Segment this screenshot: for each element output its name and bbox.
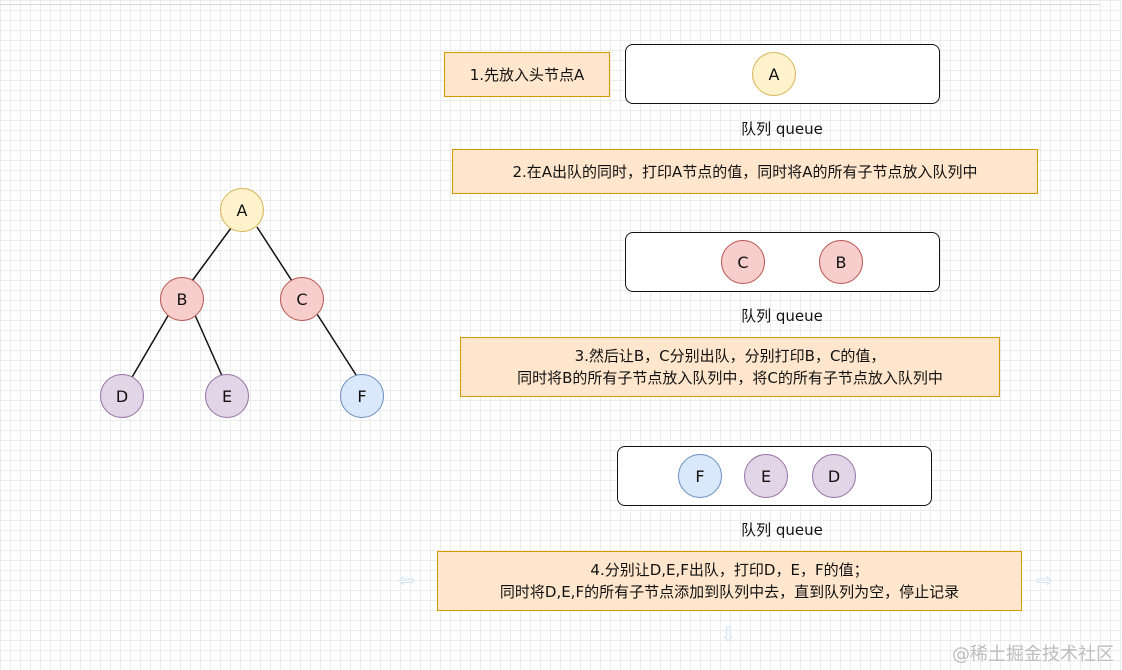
- tree-node-b: B: [160, 277, 204, 321]
- queue-2-label: 队列 queue: [741, 307, 823, 325]
- edge-a-b: [191, 227, 232, 282]
- queue-3-item-d: D: [812, 454, 856, 498]
- queue-1-label: 队列 queue: [741, 120, 823, 138]
- queue-2: [625, 232, 940, 292]
- queue-2-item-b: B: [819, 240, 863, 284]
- top-divider: [0, 4, 1100, 5]
- step-4-line-1: 4.分别让D,E,F出队，打印D，E，F的值；: [590, 561, 869, 579]
- edge-a-c: [256, 226, 293, 282]
- step-2-box: 2.在A出队的同时，打印A节点的值，同时将A的所有子节点放入队列中: [452, 149, 1038, 194]
- edge-b-d: [130, 313, 170, 380]
- step-3-line-2: 同时将B的所有子节点放入队列中，将C的所有子节点放入队列中: [517, 369, 943, 387]
- queue-3-item-f: F: [678, 454, 722, 498]
- step-1-box: 1.先放入头节点A: [444, 52, 610, 97]
- step-3-box: 3.然后让B，C分别出队，分别打印B，C的值， 同时将B的所有子节点放入队列中，…: [460, 337, 1000, 397]
- step-3-line-1: 3.然后让B，C分别出队，分别打印B，C的值，: [574, 347, 886, 365]
- step-4-box: 4.分别让D,E,F出队，打印D，E，F的值； 同时将D,E,F的所有子节点添加…: [437, 551, 1022, 611]
- arrow-left-icon: ⇦: [398, 568, 415, 592]
- queue-1-item-a: A: [752, 52, 796, 96]
- edge-b-e: [194, 314, 224, 379]
- arrow-down-icon: ⇩: [720, 622, 737, 646]
- tree-node-a: A: [220, 188, 264, 232]
- step-1-text: 1.先放入头节点A: [469, 65, 585, 84]
- queue-2-item-c: C: [721, 240, 765, 284]
- tree-node-d: D: [100, 374, 144, 418]
- step-4-line-2: 同时将D,E,F的所有子节点添加到队列中去，直到队列为空，停止记录: [499, 583, 960, 601]
- queue-3-item-e: E: [744, 454, 788, 498]
- watermark: @稀土掘金技术社区: [952, 644, 1114, 665]
- tree-node-e: E: [205, 374, 249, 418]
- tree-node-f: F: [340, 374, 384, 418]
- queue-3-label: 队列 queue: [741, 521, 823, 539]
- edge-c-f: [316, 313, 359, 379]
- arrow-right-icon: ⇨: [1036, 568, 1053, 592]
- tree-node-c: C: [280, 277, 324, 321]
- step-2-text: 2.在A出队的同时，打印A节点的值，同时将A的所有子节点放入队列中: [512, 162, 978, 181]
